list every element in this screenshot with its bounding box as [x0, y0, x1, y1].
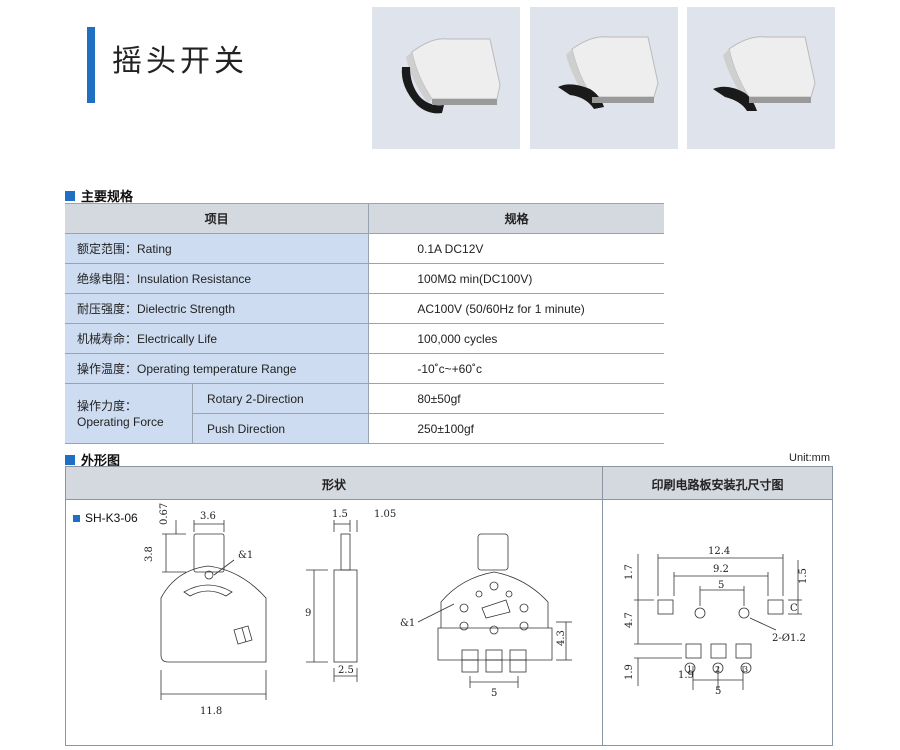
- pcb-view: [634, 554, 802, 690]
- unit-label: Unit:mm: [789, 452, 830, 464]
- dim-text: 3.8: [144, 546, 155, 562]
- col-spec-header: 规格: [368, 203, 664, 234]
- dim-text: C: [790, 603, 798, 614]
- table-row: Push Direction 250±100gf: [65, 413, 664, 444]
- table-row: 机械寿命：Electrically Life 100,000 cycles: [65, 323, 664, 354]
- dim-text: 12.4: [708, 546, 730, 557]
- dim-text: 9: [305, 608, 311, 619]
- outline-header: 形状 印刷电路板安装孔尺寸图: [66, 467, 832, 500]
- outline-panel: 形状 印刷电路板安装孔尺寸图 SH-K3-06: [65, 466, 833, 746]
- switch-image: [558, 36, 659, 109]
- dim-text: 4.3: [556, 630, 567, 646]
- dim-text: &1: [400, 618, 415, 629]
- dim-text: 2-Ø1.2: [772, 633, 806, 644]
- dim-text: 5: [491, 688, 497, 699]
- table-row: 绝缘电阻：Insulation Resistance 100MΩ min(DC1…: [65, 263, 664, 294]
- dim-text: 1.5: [798, 568, 809, 584]
- dim-text: 1.9: [678, 670, 694, 681]
- dim-text: 4.7: [624, 612, 635, 628]
- dimension-labels: 3.6 0.67 3.8 11.8 &1 1.5 1.05 9 2.5 &1 4…: [144, 503, 809, 717]
- product-photo-2: [530, 7, 678, 149]
- switch-image: [401, 38, 501, 114]
- dim-text: 5: [715, 686, 721, 697]
- pin-number: 1: [687, 665, 692, 674]
- page-title: 摇头开关: [112, 44, 248, 79]
- dim-text: 1.05: [374, 509, 396, 520]
- col-pcb-header: 印刷电路板安装孔尺寸图: [651, 478, 784, 492]
- dim-text: 1.9: [624, 664, 635, 680]
- dim-text: &1: [238, 550, 253, 561]
- switch-image: [713, 36, 816, 111]
- front-view: [160, 520, 267, 700]
- dim-text: 1.5: [332, 509, 348, 520]
- dim-text: 11.8: [200, 706, 222, 717]
- spec-table: 项目 规格 额定范围：Rating 0.1A DC12V 绝缘电阻：Insula…: [65, 203, 664, 444]
- product-photo-1: [372, 7, 520, 149]
- side-view: [306, 520, 358, 682]
- bottom-view: [417, 533, 572, 688]
- table-row: 耐压强度：Dielectric Strength AC100V (50/60Hz…: [65, 293, 664, 324]
- table-row: 额定范围：Rating 0.1A DC12V: [65, 233, 664, 264]
- technical-drawing: 3.6 0.67 3.8 11.8 &1 1.5 1.05 9 2.5 &1 4…: [144, 503, 809, 717]
- force-label: 操作力度： Operating Force: [65, 383, 193, 444]
- square-bullet-icon: [73, 514, 80, 522]
- outline-heading: 外形图: [65, 450, 120, 469]
- dim-text: 9.2: [713, 564, 729, 575]
- col-shape-header: 形状: [321, 478, 346, 492]
- pin-number: 2: [715, 665, 720, 674]
- table-header-row: 项目 规格: [65, 203, 664, 234]
- dim-text: 3.6: [200, 511, 216, 522]
- column-divider: [602, 467, 603, 745]
- dim-text: 1.7: [624, 564, 635, 580]
- square-bullet-icon: [65, 454, 75, 465]
- product-photo-3: [687, 7, 835, 149]
- dim-text: 0.67: [159, 503, 170, 525]
- table-row: 操作力度： Operating Force Rotary 2-Direction…: [65, 383, 664, 444]
- col-item-header: 项目: [65, 203, 370, 234]
- dim-text: 2.5: [338, 665, 354, 676]
- square-bullet-icon: [65, 190, 75, 201]
- table-row: 操作温度：Operating temperature Range -10˚c~+…: [65, 353, 664, 384]
- pin-number: 3: [743, 665, 748, 674]
- model-label: SH-K3-06: [73, 511, 138, 525]
- dim-text: 5: [718, 580, 724, 591]
- spec-heading: 主要规格: [65, 186, 133, 205]
- title-accent-bar: [87, 27, 95, 103]
